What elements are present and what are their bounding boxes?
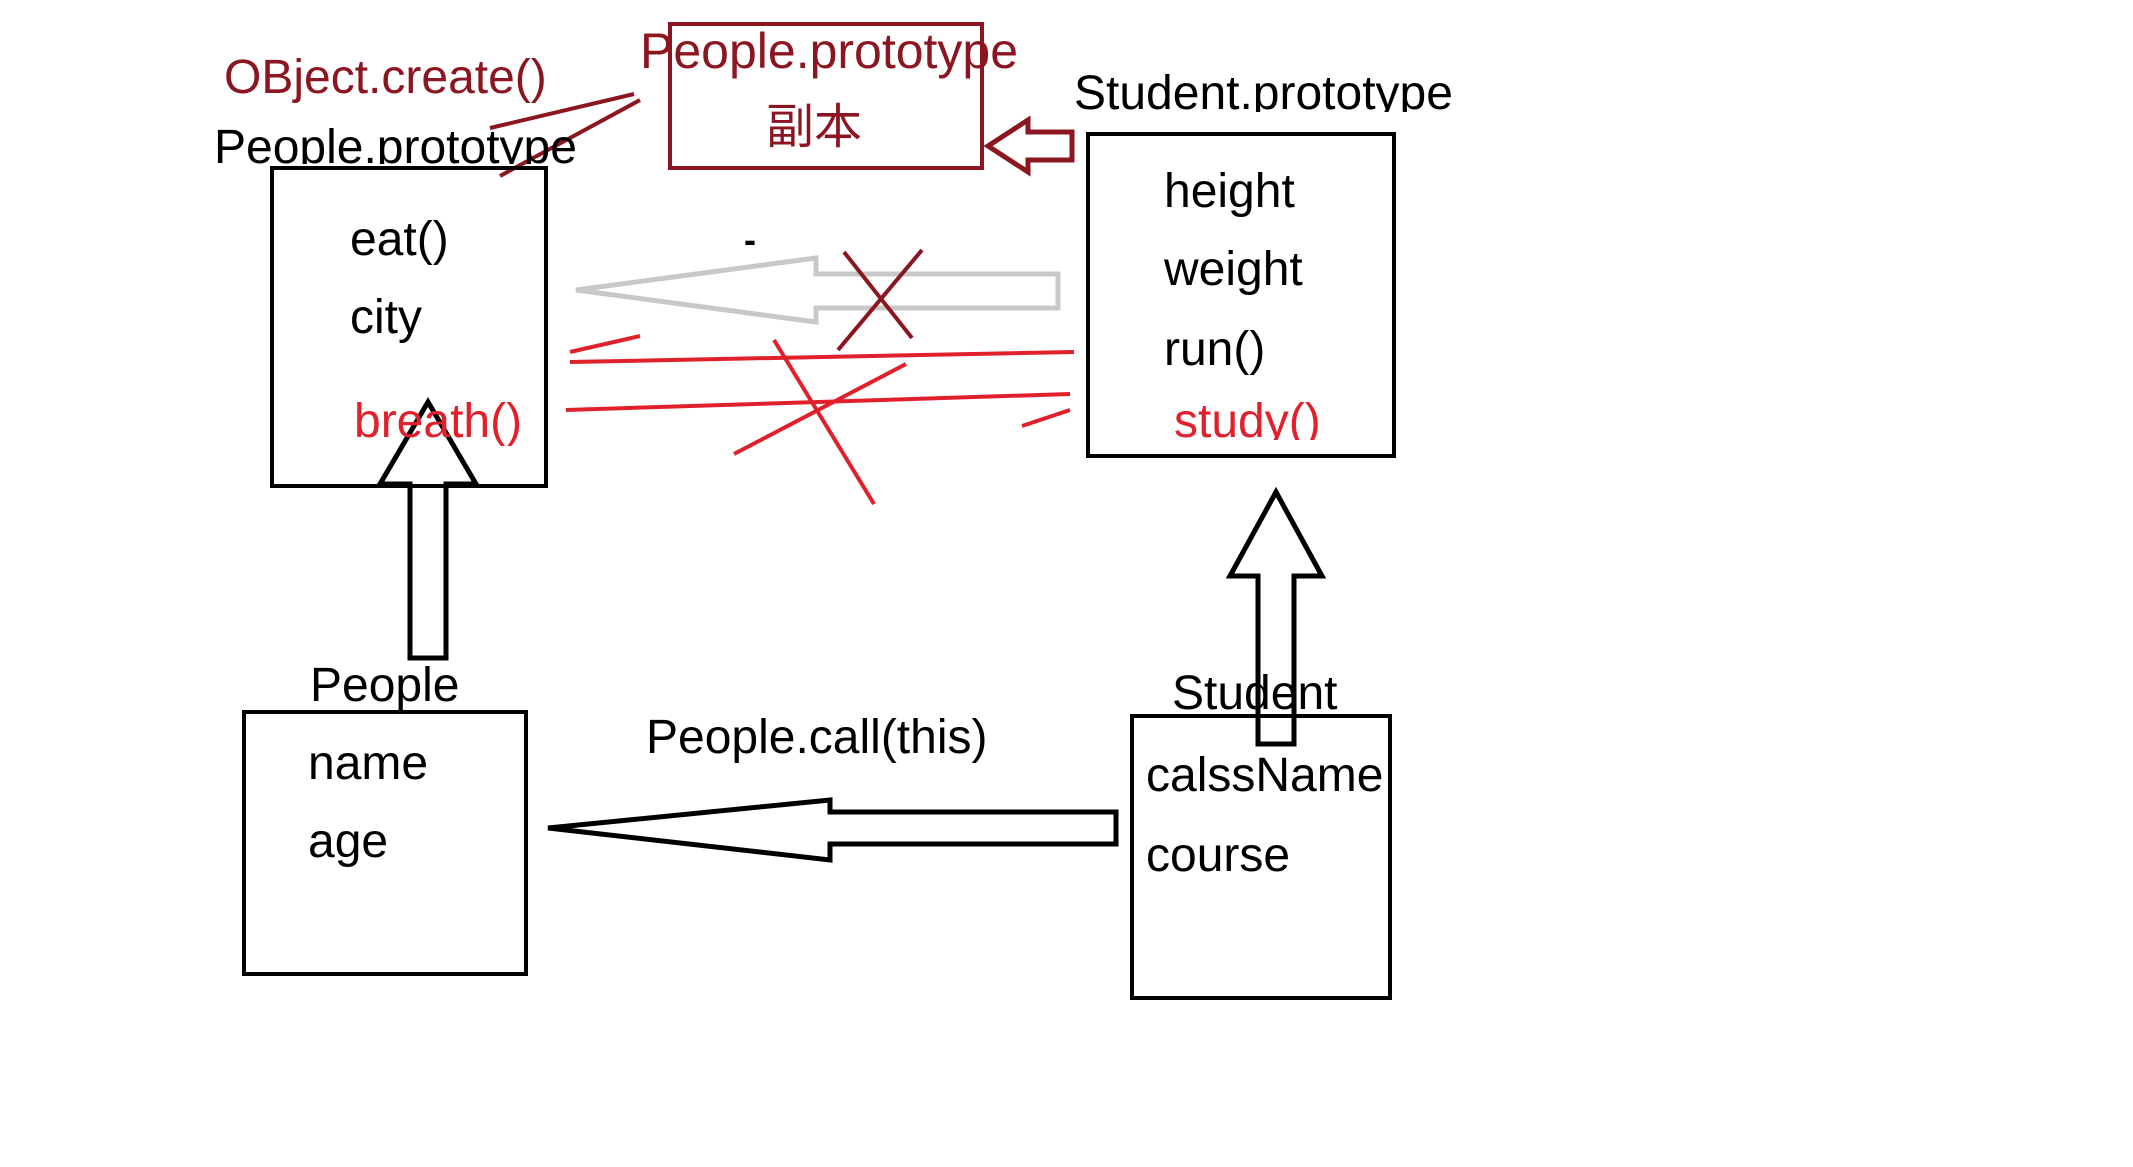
people-prototype-copy-sub: 副本 <box>766 101 863 154</box>
dot-mark: - <box>744 219 756 260</box>
people-prototype-added-item: breath() <box>354 398 523 446</box>
people-prototype-label: People.prototype <box>214 124 577 164</box>
red-link-line-2 <box>565 392 1071 412</box>
student-prototype-item: height <box>1164 165 1295 218</box>
people-prototype-copy-title: People.prototype <box>640 23 1019 79</box>
red-cross-line-2 <box>733 362 907 456</box>
student-to-prototype-arrow <box>1225 486 1327 747</box>
student-label: Student <box>1172 667 1338 720</box>
student-prototype-box <box>1086 132 1396 458</box>
gray-prototype-arrow <box>575 255 1061 325</box>
people-box <box>242 710 528 976</box>
student-box <box>1130 714 1392 1000</box>
student-item: course <box>1146 829 1291 882</box>
people-call-label: People.call(this) <box>646 711 988 764</box>
student-prototype-added-item: study() <box>1174 398 1321 440</box>
people-prototype-box <box>270 166 548 488</box>
red-link-line-1 <box>569 350 1075 364</box>
people-prototype-item: city <box>350 291 422 344</box>
people-prototype-item: eat() <box>350 213 449 266</box>
red-cross-line-1 <box>772 338 876 506</box>
red-tick-left <box>569 334 641 354</box>
create-stroke-1 <box>489 92 635 130</box>
dark-red-cross-line-2 <box>836 248 924 352</box>
create-stroke-2 <box>499 98 641 178</box>
student-prototype-label: Student.prototype <box>1074 70 1453 112</box>
red-tick-right <box>1021 408 1071 428</box>
student-item: calssName <box>1146 749 1384 802</box>
people-call-arrow <box>547 797 1119 863</box>
people-label: People <box>310 659 460 712</box>
people-item: age <box>308 815 389 868</box>
dark-red-cross-line-1 <box>842 250 914 340</box>
student-prototype-item: run() <box>1164 323 1266 376</box>
people-item: name <box>308 737 429 790</box>
people-prototype-copy-box <box>668 22 984 170</box>
copy-arrow <box>983 115 1075 177</box>
student-prototype-item: weight <box>1164 243 1303 296</box>
object-create-label: OBject.create() <box>224 51 547 104</box>
